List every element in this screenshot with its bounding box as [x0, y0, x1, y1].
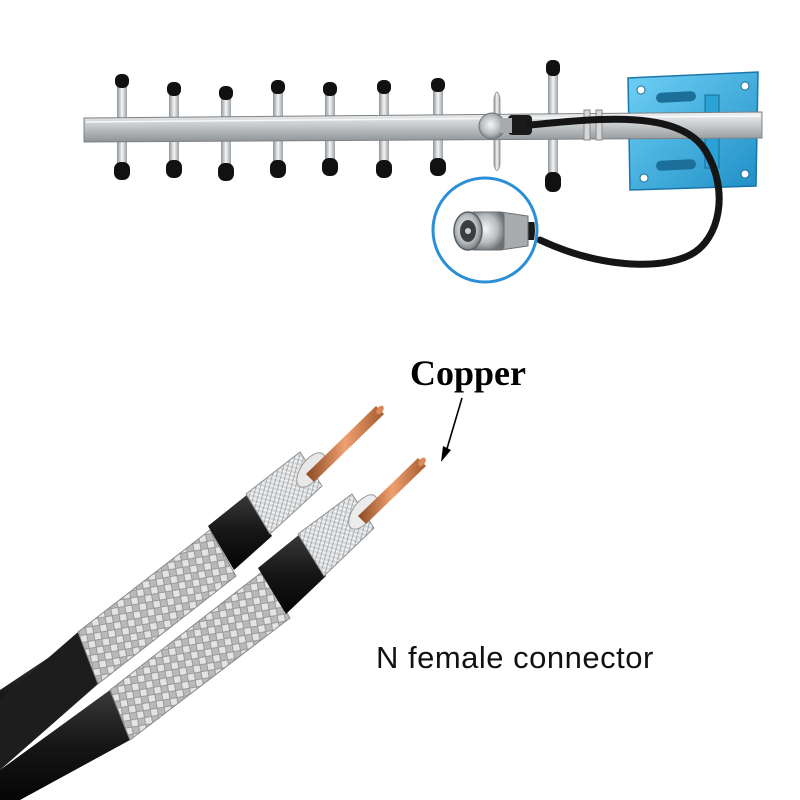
coax-cable-front [0, 457, 426, 800]
copper-core-back [306, 406, 384, 482]
copper-label: Copper [410, 353, 526, 393]
connector-zoom-inset [431, 176, 539, 284]
coaxial-cable-cutaway [0, 397, 463, 800]
antenna-boom [83, 111, 763, 143]
pigtail-cable [526, 115, 723, 268]
feed-point [478, 112, 532, 140]
yagi-antenna [83, 60, 763, 284]
copper-pointer-arrow [441, 397, 463, 462]
connector-caption: N female connector [376, 640, 654, 675]
copper-core-front [358, 458, 426, 524]
coax-cable-back [0, 405, 384, 770]
